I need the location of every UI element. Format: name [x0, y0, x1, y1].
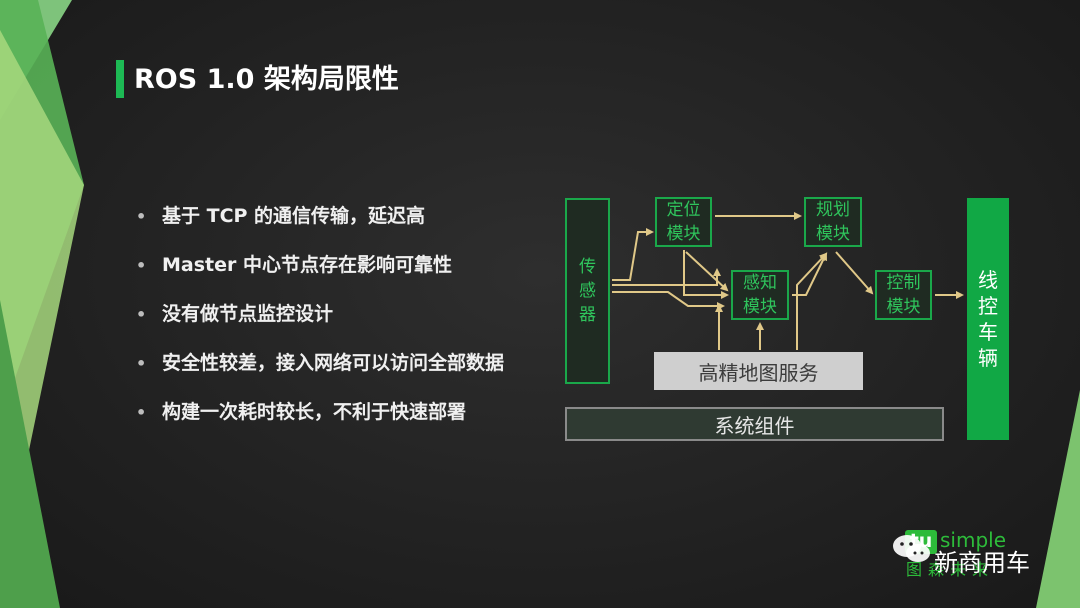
- sensor-label-3: 器: [579, 305, 596, 325]
- arrow-planning-to-control: [835, 251, 874, 295]
- arrow-localization-down-to-perception: [683, 250, 729, 299]
- bullet-list: • 基于 TCP 的通信传输，延迟高 • Master 中心节点存在影响可靠性 • 没…: [136, 196, 504, 441]
- arrow-map-to-planning: [796, 252, 828, 350]
- bullet-text: 安全性较差，接入网络可以访问全部数据: [162, 352, 505, 374]
- control-label-2: 模块: [886, 297, 921, 317]
- system-components-label: 系统组件: [714, 413, 795, 438]
- deco-right-bottom-wedge: [1036, 390, 1080, 608]
- bullet-item: • 安全性较差，接入网络可以访问全部数据: [136, 343, 504, 392]
- planning-module: 规划 模块: [804, 197, 862, 247]
- perception-label-1: 感知: [743, 273, 777, 293]
- bullet-text: 没有做节点监控设计: [162, 303, 334, 325]
- hd-map-service-label: 高精地图服务: [698, 360, 819, 385]
- arrow-localization-diag-perception: [685, 251, 729, 292]
- localization-module: 定位 模块: [655, 197, 712, 247]
- sensor-label-2: 感: [579, 281, 596, 301]
- sensor-label-1: 传: [579, 257, 596, 277]
- bullet-dot-icon: •: [136, 305, 147, 324]
- tusimple-logo-chinese: 图森未来: [906, 560, 995, 579]
- bullet-dot-icon: •: [136, 403, 147, 422]
- bullet-dot-icon: •: [136, 207, 147, 226]
- bullet-dot-icon: •: [136, 256, 147, 275]
- arrow-sensor-to-perception-lower: [612, 291, 725, 310]
- bullet-item: • Master 中心节点存在影响可靠性: [136, 245, 504, 294]
- deco-left-bottom-wedge: [0, 300, 60, 608]
- control-module: 控制 模块: [875, 270, 932, 320]
- control-label-1: 控制: [886, 273, 921, 293]
- slide-title: ROS 1.0 架构局限性: [134, 64, 399, 95]
- localization-label-2: 模块: [666, 224, 701, 244]
- bullet-text: 构建一次耗时较长，不利于快速部署: [162, 401, 467, 423]
- perception-module: 感知 模块: [731, 270, 789, 320]
- arrow-sensor-to-localization: [612, 228, 654, 281]
- vehicle-label-1: 线: [978, 268, 998, 292]
- watermark-account-name: 新商用车: [934, 549, 1030, 577]
- planning-label-2: 模块: [816, 224, 850, 244]
- wechat-icon: [893, 535, 930, 562]
- tusimple-logo-text: simple: [940, 528, 1007, 552]
- vehicle-label-4: 辆: [978, 346, 998, 370]
- bullet-item: • 没有做节点监控设计: [136, 294, 504, 343]
- localization-label-1: 定位: [666, 200, 701, 220]
- vehicle-label-3: 车: [978, 320, 998, 344]
- perception-label-2: 模块: [743, 297, 777, 317]
- bullet-item: • 构建一次耗时较长，不利于快速部署: [136, 392, 504, 441]
- vehicle-label-2: 控: [978, 294, 998, 318]
- bullet-dot-icon: •: [136, 354, 147, 373]
- hd-map-service-bar: 高精地图服务: [654, 352, 863, 390]
- bullet-item: • 基于 TCP 的通信传输，延迟高: [136, 196, 504, 245]
- arrow-sensor-to-perception: [612, 268, 721, 286]
- title-accent-bar: [116, 60, 124, 98]
- bullet-text: Master 中心节点存在影响可靠性: [162, 254, 452, 276]
- system-components-bar: 系统组件: [565, 407, 944, 441]
- planning-label-1: 规划: [816, 200, 850, 220]
- sensor-block: 传 感 器: [565, 198, 610, 384]
- drive-by-wire-vehicle-block: 线 控 车 辆: [967, 198, 1009, 440]
- bullet-text: 基于 TCP 的通信传输，延迟高: [162, 205, 426, 227]
